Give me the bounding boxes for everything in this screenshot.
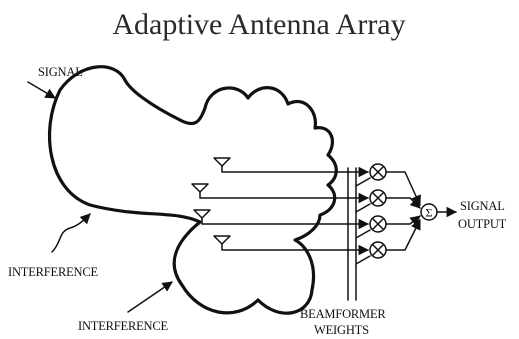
beamformer-weights-bus bbox=[347, 167, 357, 301]
antenna-element-2 bbox=[191, 183, 370, 204]
multiplier-4 bbox=[369, 241, 387, 259]
diagram-title: Adaptive Antenna Array bbox=[112, 8, 405, 41]
signal-output-label-line1: SIGNAL bbox=[460, 199, 505, 213]
signal-arrow bbox=[27, 81, 56, 99]
summer-node: Σ bbox=[420, 203, 438, 221]
interference-left-arrow bbox=[51, 213, 91, 253]
multiplier-to-summer-lines bbox=[385, 171, 421, 251]
interference-bottom-arrow bbox=[127, 281, 173, 313]
interference-left-label: INTERFERENCE bbox=[8, 265, 99, 279]
antenna-array bbox=[191, 157, 370, 256]
antenna-element-1 bbox=[213, 157, 370, 178]
beamformer-label-line1: BEAMFORMER bbox=[300, 307, 386, 321]
signal-label: SIGNAL bbox=[38, 65, 83, 79]
multiplier-1 bbox=[369, 163, 387, 181]
interference-bottom-label: INTERFERENCE bbox=[78, 319, 169, 333]
antenna-element-3 bbox=[193, 209, 370, 230]
multiplier-3 bbox=[369, 215, 387, 233]
beamformer-label-line2: WEIGHTS bbox=[314, 323, 369, 337]
weight-control-lines bbox=[355, 177, 371, 265]
signal-output-label-line2: OUTPUT bbox=[458, 217, 507, 231]
weight-multipliers bbox=[369, 163, 387, 259]
summer-symbol: Σ bbox=[426, 206, 433, 220]
multiplier-2 bbox=[369, 189, 387, 207]
radiation-pattern-outline bbox=[48, 65, 338, 315]
antenna-element-4 bbox=[213, 235, 370, 256]
